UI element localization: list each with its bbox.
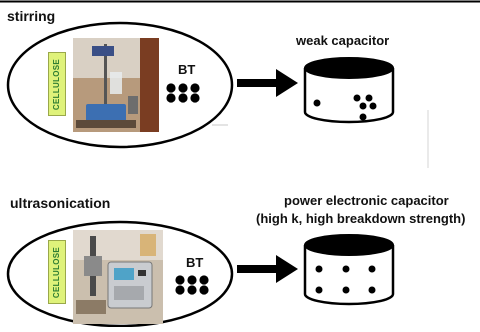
stirring-photo bbox=[73, 38, 159, 132]
weak-capacitor-cylinder bbox=[303, 57, 395, 124]
arrow-1 bbox=[237, 69, 298, 97]
power-capacitor-sublabel: (high k, high breakdown strength) bbox=[256, 211, 466, 226]
arrow-2 bbox=[237, 255, 298, 283]
cellulose-tag-2: CELLULOSE bbox=[48, 240, 66, 304]
bt-label-1: BT bbox=[178, 62, 196, 77]
bt-label-2: BT bbox=[186, 255, 204, 270]
power-capacitor-label: power electronic capacitor bbox=[284, 193, 449, 208]
ultrasonication-photo bbox=[73, 230, 163, 324]
bt-particles-1 bbox=[166, 83, 200, 103]
cellulose-tag-1: CELLULOSE bbox=[48, 52, 66, 116]
cellulose-label-2: CELLULOSE bbox=[52, 246, 62, 298]
ultrasonication-label: ultrasonication bbox=[10, 195, 111, 211]
stirring-label: stirring bbox=[7, 8, 56, 24]
cellulose-label-1: CELLULOSE bbox=[52, 58, 62, 110]
power-capacitor-cylinder bbox=[303, 234, 395, 306]
weak-capacitor-label: weak capacitor bbox=[296, 33, 390, 48]
bt-particles-2 bbox=[175, 275, 209, 295]
stirring-ellipse bbox=[6, 21, 234, 149]
ultrasonication-ellipse bbox=[6, 220, 234, 328]
